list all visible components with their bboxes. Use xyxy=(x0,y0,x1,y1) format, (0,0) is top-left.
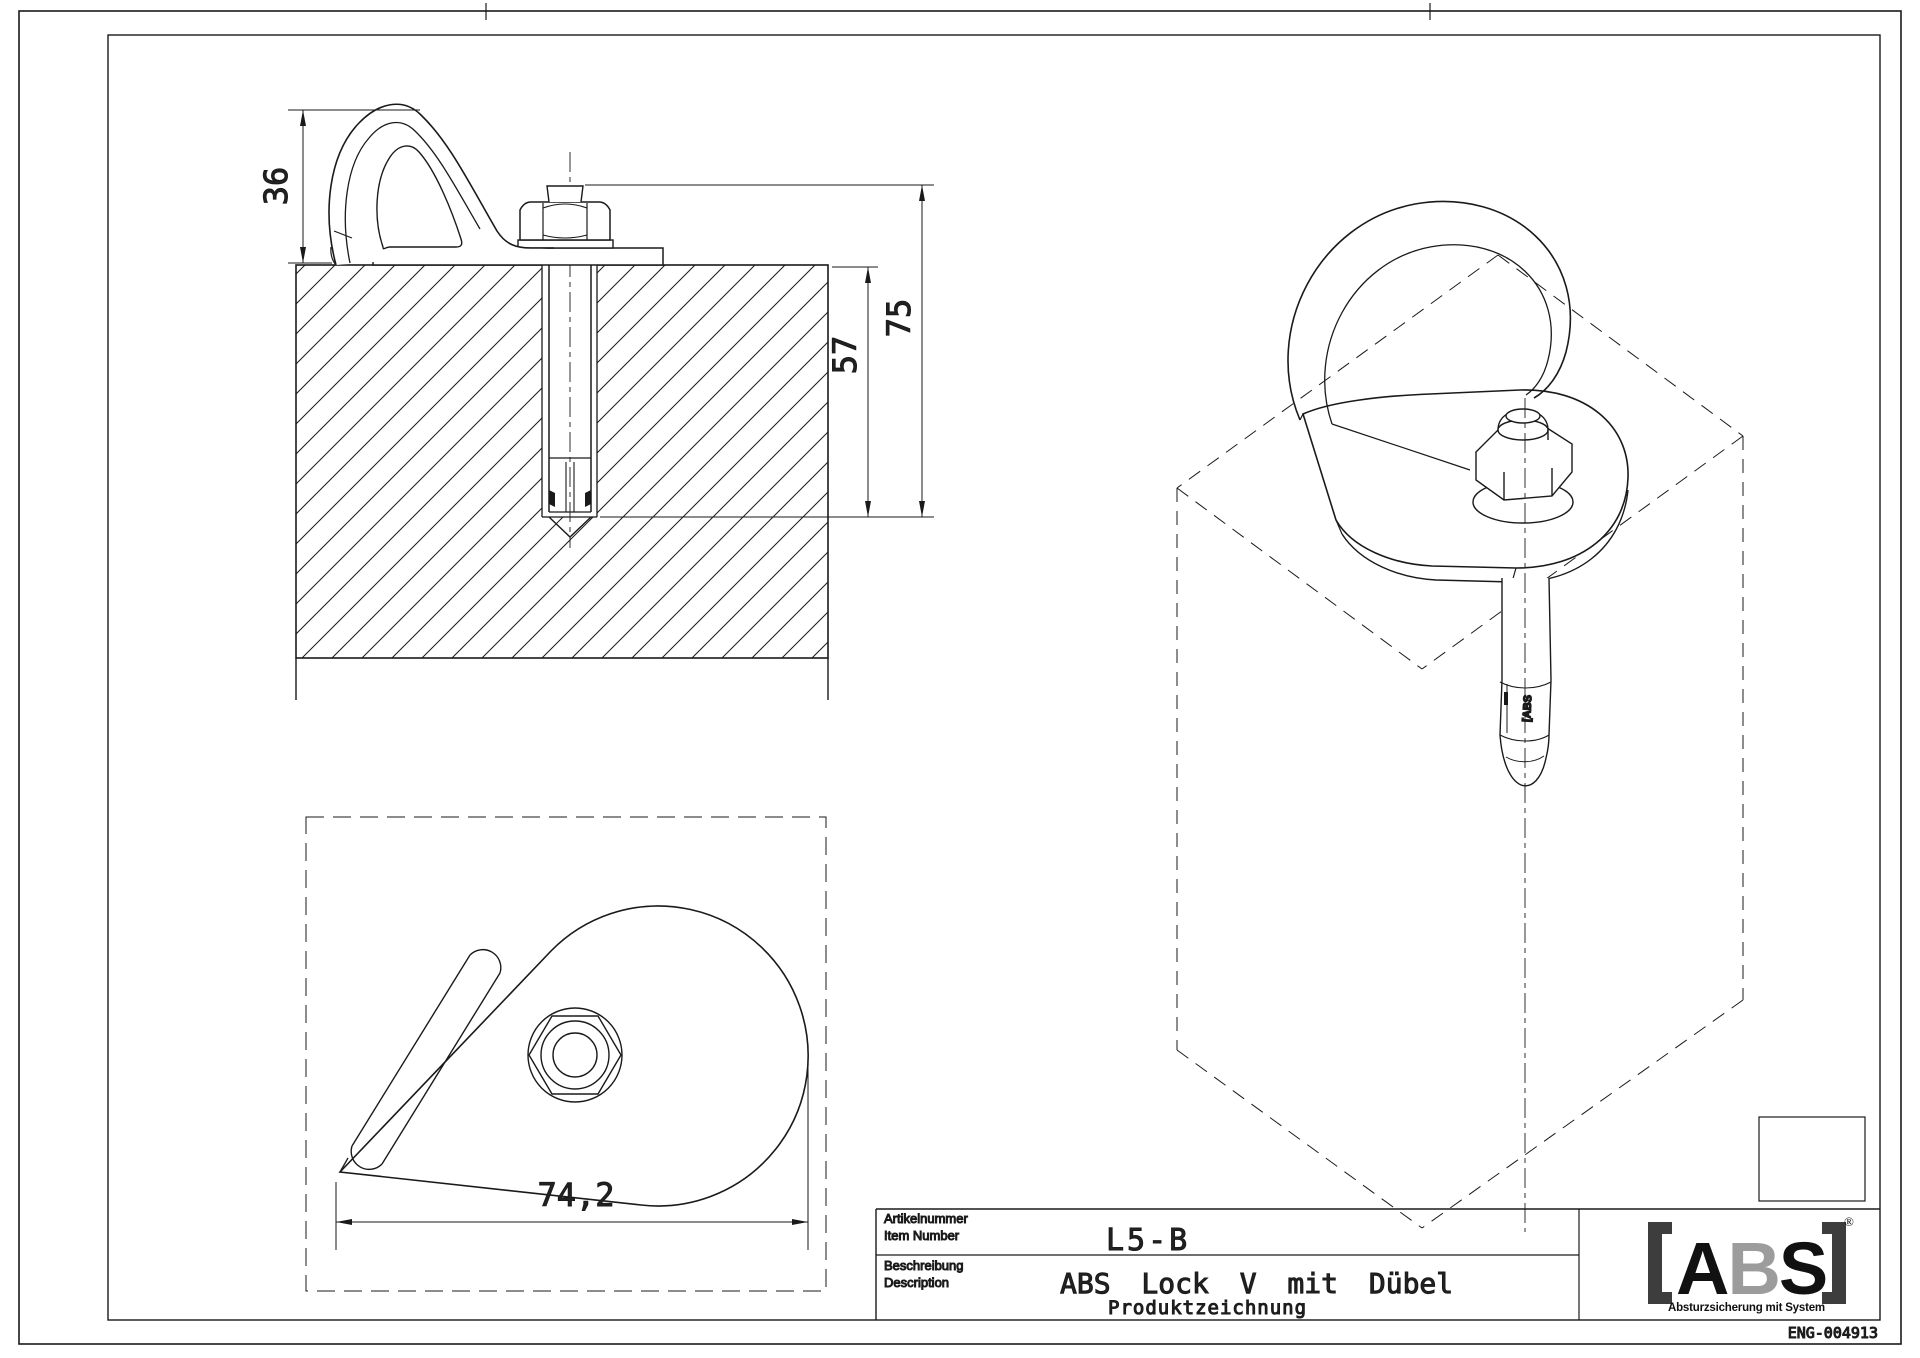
iso-anchor-bolt: [ABS xyxy=(1499,398,1552,1232)
threaded-stud xyxy=(546,185,584,203)
plan-loop-slot xyxy=(350,948,502,1171)
expansion-wedge xyxy=(585,490,591,507)
iso-eye-loop xyxy=(1287,200,1572,471)
expansion-wedge xyxy=(549,490,555,507)
document-number: ENG-004913 xyxy=(1788,1324,1878,1342)
logo-bracket-left xyxy=(1648,1222,1672,1304)
description-value: ABS Lock V mit Dübel xyxy=(1060,1267,1453,1300)
item-number-label-en: Item Number xyxy=(884,1228,960,1243)
dim-label-75: 75 xyxy=(880,299,918,338)
dimension-75: 75 xyxy=(585,184,934,517)
dim-label-36: 36 xyxy=(257,167,295,206)
drill-hole xyxy=(542,265,597,517)
dimension-74-2: 74,2 xyxy=(335,1062,809,1250)
logo-wordmark: ABS xyxy=(1676,1227,1826,1310)
plan-dashed-boundary xyxy=(305,816,827,1292)
eye-loop xyxy=(328,103,554,266)
plan-view: 74,2 xyxy=(305,816,827,1292)
dimension-36: 36 xyxy=(257,109,420,264)
plan-hex-nut xyxy=(527,1007,623,1103)
logo-tagline: Absturzsicherung mit System xyxy=(1668,1302,1825,1314)
plan-washer-circle xyxy=(527,1007,623,1103)
side-section-view: 36 57 75 xyxy=(257,103,934,700)
washer xyxy=(517,239,614,249)
isometric-view: [ABS xyxy=(1176,200,1744,1232)
item-number-label-de: Artikelnummer xyxy=(884,1211,968,1226)
dimension-57: 57 xyxy=(600,266,934,518)
page-border xyxy=(18,3,1902,1345)
dim-label-57: 57 xyxy=(826,336,864,375)
logo-bracket-right xyxy=(1822,1222,1846,1304)
iso-base-plate xyxy=(1302,389,1629,583)
plan-bolt-hole xyxy=(552,1032,598,1078)
description-label-en: Description xyxy=(884,1275,949,1290)
loop-opening xyxy=(376,145,463,250)
registered-mark-icon: ® xyxy=(1844,1214,1854,1229)
description-label-de: Beschreibung xyxy=(884,1258,964,1273)
title-block: Artikelnummer Item Number L5-B Beschreib… xyxy=(875,1116,1880,1343)
item-number-value: L5-B xyxy=(1106,1223,1190,1258)
hex-nut xyxy=(519,201,611,241)
abs-logo: ABS ® Absturzsicherung mit System xyxy=(1648,1214,1854,1314)
iso-hex-nut xyxy=(1472,408,1574,524)
dashed-cube xyxy=(1176,254,1744,1229)
description-value-line2: Produktzeichnung xyxy=(1108,1297,1307,1319)
sleeve-brand-label: [ABS xyxy=(1521,695,1534,722)
revision-box xyxy=(1758,1116,1866,1202)
anchor-bolt-section xyxy=(541,152,598,548)
dim-label-74-2: 74,2 xyxy=(537,1176,614,1214)
